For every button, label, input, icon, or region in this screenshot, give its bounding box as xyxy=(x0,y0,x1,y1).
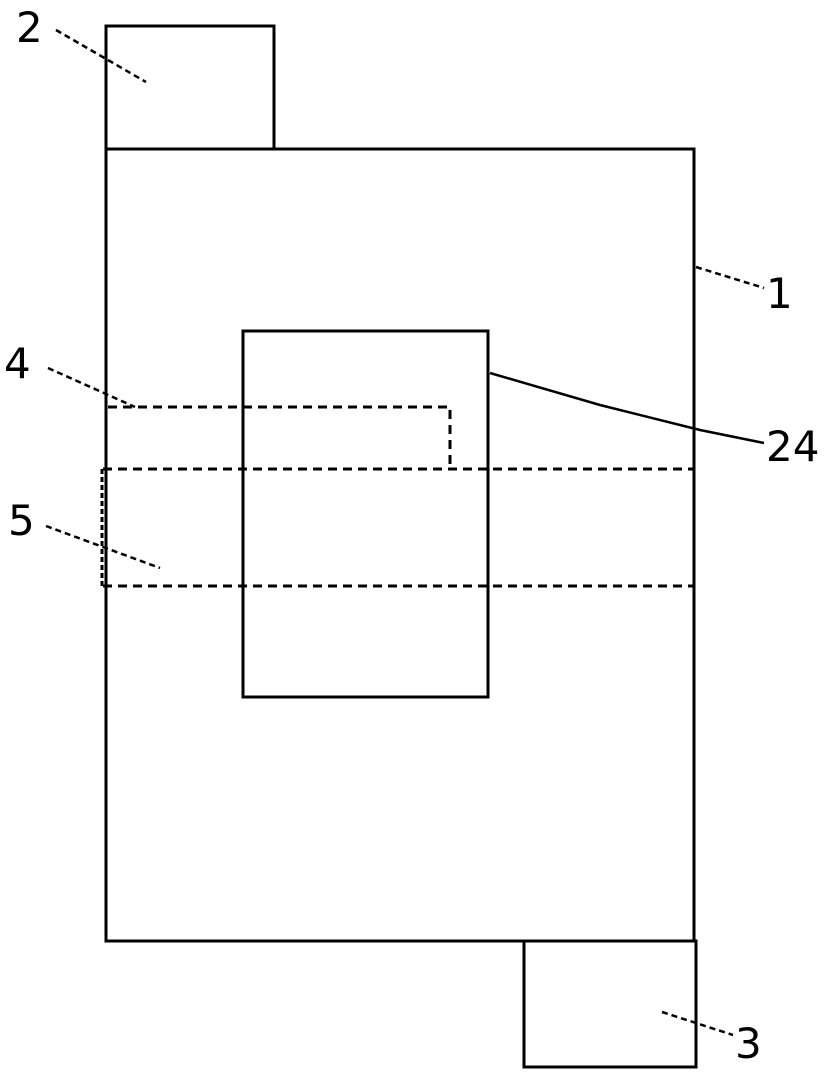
leader-line-3 xyxy=(661,1010,734,1037)
top-block xyxy=(104,24,276,151)
label-2: 2 xyxy=(16,3,43,52)
center-window xyxy=(241,329,490,699)
main-body xyxy=(104,147,696,943)
leader-line-4 xyxy=(47,366,136,409)
label-1: 1 xyxy=(766,269,793,318)
label-24: 24 xyxy=(766,422,819,471)
leader-line-2 xyxy=(55,28,147,84)
leader-line-24 xyxy=(489,371,765,445)
label-5: 5 xyxy=(8,496,35,545)
leader-line-5 xyxy=(45,524,161,570)
label-3: 3 xyxy=(735,1019,762,1068)
label-4: 4 xyxy=(4,339,31,388)
bottom-block xyxy=(522,939,698,1069)
leader-line-1 xyxy=(695,265,765,290)
upper-dashed-region xyxy=(108,405,452,469)
